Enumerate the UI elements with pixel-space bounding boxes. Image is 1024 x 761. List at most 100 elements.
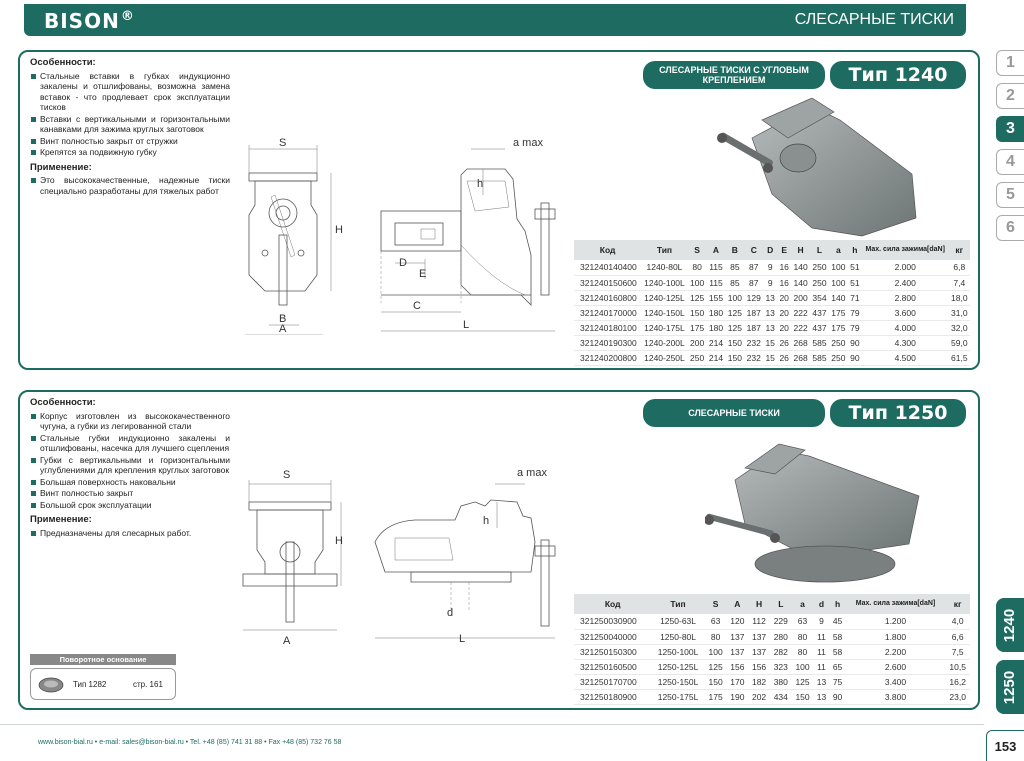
feature-item: Стальные вставки в губках индукционно за… — [30, 71, 230, 113]
table-header: d — [813, 594, 830, 614]
table-cell: 100 — [725, 290, 745, 306]
table-cell: 1240-200L — [641, 335, 688, 351]
table-cell: 20 — [777, 320, 792, 336]
table-cell: 13 — [763, 290, 778, 306]
table-cell: 250 — [810, 275, 829, 291]
table-header: A — [706, 240, 726, 260]
table-cell: 1240-80L — [641, 260, 688, 276]
table-header: Код — [574, 240, 642, 260]
table-cell: 2.600 — [845, 659, 946, 675]
table-header: H — [791, 240, 811, 260]
table-cell: 112 — [748, 614, 770, 630]
table-cell: 321240170000 — [574, 305, 642, 321]
table-cell: 15 — [763, 335, 778, 351]
table-cell: 100 — [791, 659, 814, 675]
table-cell: 137 — [748, 644, 770, 660]
rotary-base-body: Тип 1282 стр. 161 — [30, 668, 176, 700]
table-cell: 250 — [810, 260, 829, 276]
table-cell: 155 — [706, 290, 726, 306]
table-cell: 32,0 — [948, 320, 970, 336]
table-cell: 380 — [769, 674, 792, 690]
application-item: Это высококачественные, надежные тиски с… — [30, 175, 230, 196]
dim-label-l: L — [459, 633, 465, 645]
table-cell: 2.800 — [861, 290, 949, 306]
application-item: Предназначены для слесарных работ. — [30, 528, 230, 539]
chapter-tab-2[interactable]: 2 — [996, 83, 1024, 109]
rotary-base-box[interactable]: Поворотное основание Тип 1282 стр. 161 — [30, 654, 176, 700]
table-cell: 80 — [791, 629, 814, 645]
table-cell: 137 — [726, 644, 749, 660]
table-header: кг — [948, 240, 970, 260]
dim-label-b: B — [279, 313, 286, 325]
table-cell: 63 — [791, 614, 814, 630]
table-header: S — [704, 594, 727, 614]
chapter-tab-5[interactable]: 5 — [996, 182, 1024, 208]
page-number: 153 — [986, 730, 1024, 761]
table-cell: 11 — [813, 659, 830, 675]
table-cell: 11 — [813, 644, 830, 660]
table-cell: 6,8 — [948, 260, 970, 276]
table-header: C — [744, 240, 764, 260]
table-header: кг — [945, 594, 970, 614]
table-cell: 229 — [769, 614, 792, 630]
table-cell: 79 — [847, 320, 862, 336]
table-cell: 100 — [828, 275, 848, 291]
table-cell: 2.000 — [861, 260, 949, 276]
table-cell: 87 — [744, 275, 764, 291]
table-cell: 16,2 — [945, 674, 970, 690]
chapter-tabs: 1 2 3 4 5 6 — [996, 50, 1024, 248]
table-header: B — [725, 240, 745, 260]
table-header: Мах. сила зажима[daN] — [861, 240, 949, 260]
table-cell: 170 — [726, 674, 749, 690]
table-cell: 18,0 — [948, 290, 970, 306]
chapter-tab-1[interactable]: 1 — [996, 50, 1024, 76]
table-cell: 61,5 — [948, 350, 970, 366]
spec-table-1240: Код Тип S A B C D E H L a h Мах. сила за… — [574, 240, 970, 366]
table-cell: 1250-100L — [651, 644, 705, 660]
chapter-tab-4[interactable]: 4 — [996, 149, 1024, 175]
application-title: Применение: — [30, 514, 92, 525]
table-cell: 13 — [763, 320, 778, 336]
side-view: a max h d L — [374, 467, 556, 645]
table-header: H — [748, 594, 770, 614]
table-cell: 1240-175L — [641, 320, 688, 336]
table-cell: 232 — [744, 335, 764, 351]
table-cell: 323 — [769, 659, 792, 675]
table-cell: 1240-100L — [641, 275, 688, 291]
table-cell: 125 — [704, 659, 727, 675]
table-cell: 175 — [704, 689, 727, 705]
chapter-tab-6[interactable]: 6 — [996, 215, 1024, 241]
rotary-base-page[interactable]: стр. 161 — [133, 680, 163, 689]
table-cell: 354 — [810, 290, 829, 306]
table-cell: 100 — [687, 275, 707, 291]
table-cell: 321240160800 — [574, 290, 642, 306]
feature-item: Вставки с вертикальными и горизонтальным… — [30, 114, 230, 135]
table-cell: 1250-150L — [651, 674, 705, 690]
features-title: Особенности: — [30, 57, 96, 68]
footer-contacts: www.bison-bial.ru • e-mail: sales@bison-… — [38, 739, 342, 746]
front-view: S H B A — [245, 137, 343, 335]
table-cell: 20 — [777, 305, 792, 321]
table-cell: 1250-80L — [651, 629, 705, 645]
vertical-tab-1240[interactable]: 1240 — [996, 598, 1024, 652]
dim-label-s: S — [279, 137, 286, 149]
table-cell: 250 — [828, 335, 848, 351]
table-header: a — [828, 240, 848, 260]
table-cell: 4.500 — [861, 350, 949, 366]
table-cell: 150 — [687, 305, 707, 321]
table-cell: 268 — [791, 335, 811, 351]
footer-divider — [0, 724, 984, 725]
technical-drawing-1240: S H B A a max h D E C L — [245, 137, 556, 335]
table-cell: 31,0 — [948, 305, 970, 321]
features-title: Особенности: — [30, 397, 96, 408]
table-header: Тип — [641, 240, 688, 260]
chapter-tab-3[interactable]: 3 — [996, 116, 1024, 142]
table-header-row: Код Тип S A B C D E H L a h Мах. сила за… — [574, 240, 970, 260]
vertical-tab-1250[interactable]: 1250 — [996, 660, 1024, 714]
table-cell: 75 — [829, 674, 846, 690]
